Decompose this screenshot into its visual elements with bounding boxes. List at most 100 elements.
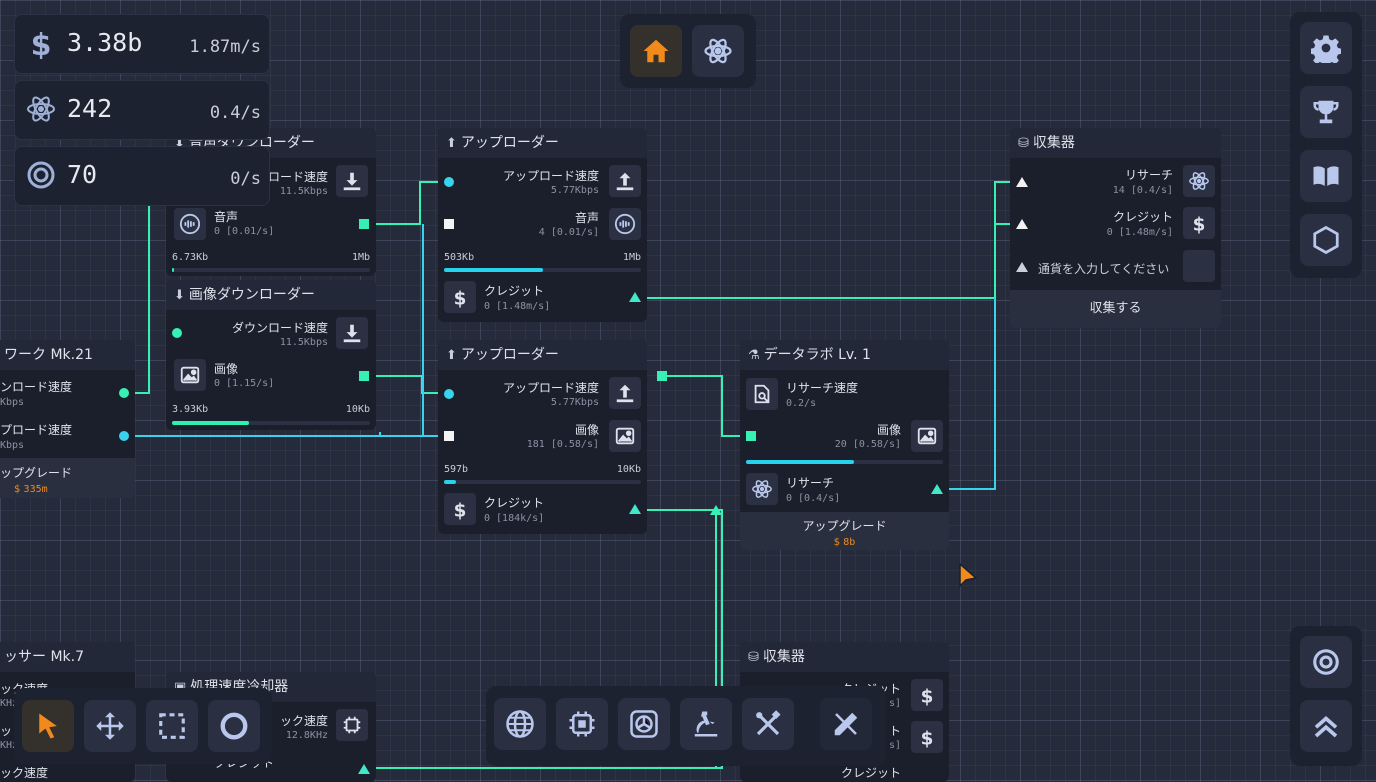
expand-button[interactable] <box>1300 700 1352 752</box>
credit-value: s] <box>888 740 901 751</box>
move-icon <box>96 712 124 740</box>
tools-icon <box>756 710 781 736</box>
upgrade-price: 335m <box>23 484 48 495</box>
node-title[interactable]: ⛁収集器 <box>1010 128 1221 158</box>
credit-output-port[interactable] <box>629 292 641 302</box>
cooling-category-button[interactable] <box>618 698 670 750</box>
money-value: 3.38b <box>67 28 143 57</box>
audio-input-port[interactable] <box>444 219 454 229</box>
storage-bar-fill <box>444 268 543 272</box>
center-view-button[interactable] <box>1300 636 1352 688</box>
tool-toolbar <box>14 688 272 764</box>
uploader-node-1[interactable]: ⬆アップローダー アップロード速度 5.77Kbps 音声 4 [0.01/s]… <box>438 128 647 322</box>
image-input-port[interactable] <box>444 431 454 441</box>
storage-used: 597b <box>444 464 469 475</box>
clock-speed-label: ック速度 <box>0 766 49 780</box>
processor-category-button[interactable] <box>556 698 608 750</box>
target-icon <box>25 159 57 191</box>
audio-wave-icon <box>609 208 641 240</box>
credit-label: ト <box>888 724 901 738</box>
node-title[interactable]: ⬆アップローダー <box>438 128 647 158</box>
audio-label: 音声 <box>214 210 239 224</box>
storage-bar <box>444 268 641 272</box>
upgrade-button[interactable]: ップグレード $ 335m <box>0 458 135 498</box>
upload-speed-label: プロード速度 <box>0 423 73 437</box>
audio-output-port[interactable] <box>359 219 369 229</box>
chevrons-up-icon <box>1314 716 1338 738</box>
download-speed-label: ダウンロード速度 <box>231 321 328 335</box>
research-tab-button[interactable] <box>692 25 744 77</box>
credit-label: クレジット <box>484 496 545 510</box>
network-node[interactable]: ワーク Mk.21 ンロード速度 Kbps プロード速度 Kbps ップグレード… <box>0 340 135 498</box>
atom-icon <box>25 93 57 125</box>
home-button[interactable] <box>630 25 682 77</box>
download-input-port[interactable] <box>172 328 182 338</box>
credit-label: クレジット <box>840 766 901 780</box>
upload-output-port[interactable] <box>119 431 129 441</box>
credit-output-port[interactable] <box>629 504 641 514</box>
data-lab-node[interactable]: ⚗データラボ Lv. 1 リサーチ速度 0.2/s 画像 20 [0.58/s]… <box>740 340 949 550</box>
move-tool-button[interactable] <box>84 700 136 752</box>
node-title[interactable]: ⛁収集器 <box>740 642 949 672</box>
node-title[interactable]: ワーク Mk.21 <box>0 340 135 370</box>
image-label: 画像 <box>214 362 239 376</box>
upload-speed-value: 5.77Kbps <box>550 185 599 196</box>
collector-node-1[interactable]: ⛁収集器 リサーチ 14 [0.4/s] クレジット 0 [1.48m/s] $… <box>1010 128 1221 328</box>
upload-speed-value: 5.77Kbps <box>550 397 599 408</box>
dollar-icon: $ <box>444 493 476 525</box>
mouse-cursor <box>959 562 978 588</box>
atom-icon <box>746 473 778 505</box>
research-label: リサーチ <box>786 476 835 490</box>
svg-text:$: $ <box>454 288 467 308</box>
credit-input-port[interactable] <box>1016 219 1028 229</box>
target-icon <box>1313 649 1339 675</box>
image-label: 画像 <box>574 423 599 437</box>
clock-speed-value: KHz <box>0 698 19 709</box>
upload-input-port[interactable] <box>444 177 454 187</box>
node-title[interactable]: ⬆アップローダー <box>438 340 647 370</box>
pointer-tool-button[interactable] <box>22 700 74 752</box>
node-title[interactable]: ⬇画像ダウンローダー <box>166 280 376 310</box>
atom-icon <box>1183 165 1215 197</box>
tools-category-button[interactable] <box>742 698 794 750</box>
circle-tool-button[interactable] <box>208 700 260 752</box>
download-output-port[interactable] <box>119 388 129 398</box>
currency-input[interactable]: 通貨を入力してください <box>1038 262 1170 276</box>
dollar-icon: $ <box>911 679 943 711</box>
guide-button[interactable] <box>1300 150 1352 202</box>
node-title[interactable]: ッサー Mk.7 <box>0 642 135 672</box>
research-input-port[interactable] <box>1016 177 1028 187</box>
right-toolbar <box>1290 12 1362 278</box>
dollar-icon: $ <box>444 281 476 313</box>
clock-speed-value: 12.8KHz <box>285 730 328 741</box>
uploader-node-2[interactable]: ⬆アップローダー アップロード速度 5.77Kbps 画像 181 [0.58/… <box>438 340 647 534</box>
collect-button[interactable]: 収集する <box>1010 290 1221 328</box>
wire <box>662 375 750 437</box>
credit-value: 0 [1.48m/s] <box>1106 227 1173 238</box>
network-category-button[interactable] <box>494 698 546 750</box>
image-input-port[interactable] <box>746 431 756 441</box>
download-speed-value: 11.5Kbps <box>279 186 328 197</box>
prestige-button[interactable] <box>1300 214 1352 266</box>
credit-output-port[interactable] <box>358 764 370 774</box>
edit-category-button[interactable] <box>820 698 872 750</box>
wire <box>937 298 996 490</box>
research-category-button[interactable] <box>680 698 732 750</box>
upload-input-port[interactable] <box>444 389 454 399</box>
image-downloader-node[interactable]: ⬇画像ダウンローダー ダウンロード速度 11.5Kbps 画像 0 [1.15/… <box>166 280 376 430</box>
select-tool-button[interactable] <box>146 700 198 752</box>
image-output-port[interactable] <box>359 371 369 381</box>
research-output-port[interactable] <box>931 484 943 494</box>
storage-bar-fill <box>444 480 456 484</box>
home-icon <box>643 39 669 63</box>
upgrade-button[interactable]: アップグレード $ 8b <box>740 512 949 550</box>
download-speed-label: ンロード速度 <box>0 380 73 394</box>
currency-input-port[interactable] <box>1016 262 1028 272</box>
top-toolbar <box>620 14 756 88</box>
node-title[interactable]: ⚗データラボ Lv. 1 <box>740 340 949 370</box>
upload-speed-label: アップロード速度 <box>502 169 599 183</box>
settings-button[interactable] <box>1300 22 1352 74</box>
storage-max: 10Kb <box>345 404 370 415</box>
achievements-button[interactable] <box>1300 86 1352 138</box>
